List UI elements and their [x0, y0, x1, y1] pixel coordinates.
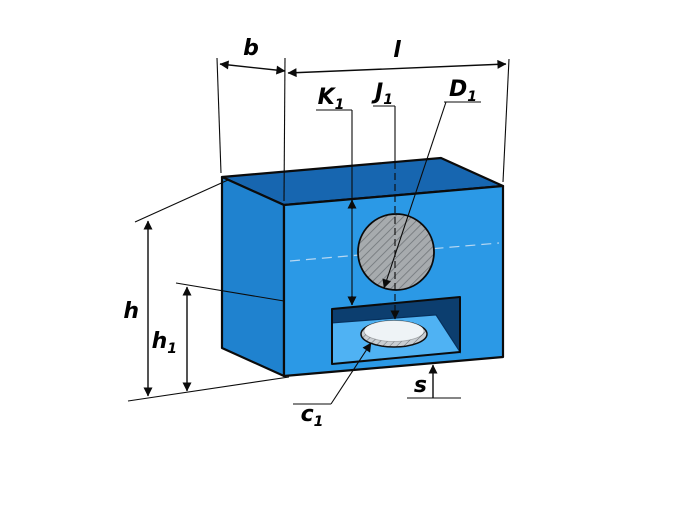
- dimension-h-extension-bottom: [127, 376, 290, 402]
- label-s: s: [414, 373, 427, 398]
- block-left-face: [220, 175, 286, 378]
- dimension-c1-leader: [330, 342, 372, 405]
- dimension-b-extension-left: [216, 57, 222, 174]
- label-c1: c1: [301, 402, 324, 430]
- label-j1: J1: [371, 80, 393, 108]
- dimension-l: l: [287, 38, 510, 183]
- label-k1: K1: [318, 85, 345, 113]
- pocket-opening-outline: [331, 296, 461, 365]
- dimension-h: h: [123, 179, 290, 402]
- dimension-j1: J1: [371, 80, 400, 320]
- pocket: [331, 296, 461, 365]
- dimension-c1: c1: [293, 342, 372, 430]
- dimension-d1-leader: [382, 101, 447, 289]
- dimension-l-extension-right: [502, 58, 510, 183]
- dimension-k1: K1: [316, 85, 357, 306]
- base-hole: [360, 320, 428, 348]
- dimension-s: s: [407, 364, 461, 399]
- dimension-b: b: [216, 36, 286, 202]
- dimension-l-line: [287, 59, 507, 78]
- label-l: l: [393, 38, 401, 63]
- label-h: h: [123, 299, 139, 324]
- label-h1: h1: [152, 329, 177, 357]
- dimension-h-extension-top: [134, 179, 229, 223]
- label-d1: D1: [449, 77, 477, 105]
- dimension-h1-extension-top: [175, 282, 285, 302]
- dimension-h1: h1: [152, 282, 285, 392]
- base-hole-void: [363, 320, 425, 342]
- dimension-b-extension-right: [283, 57, 286, 202]
- label-b: b: [243, 36, 259, 61]
- dimension-b-line: [219, 60, 286, 75]
- dimension-d1: D1: [382, 77, 481, 289]
